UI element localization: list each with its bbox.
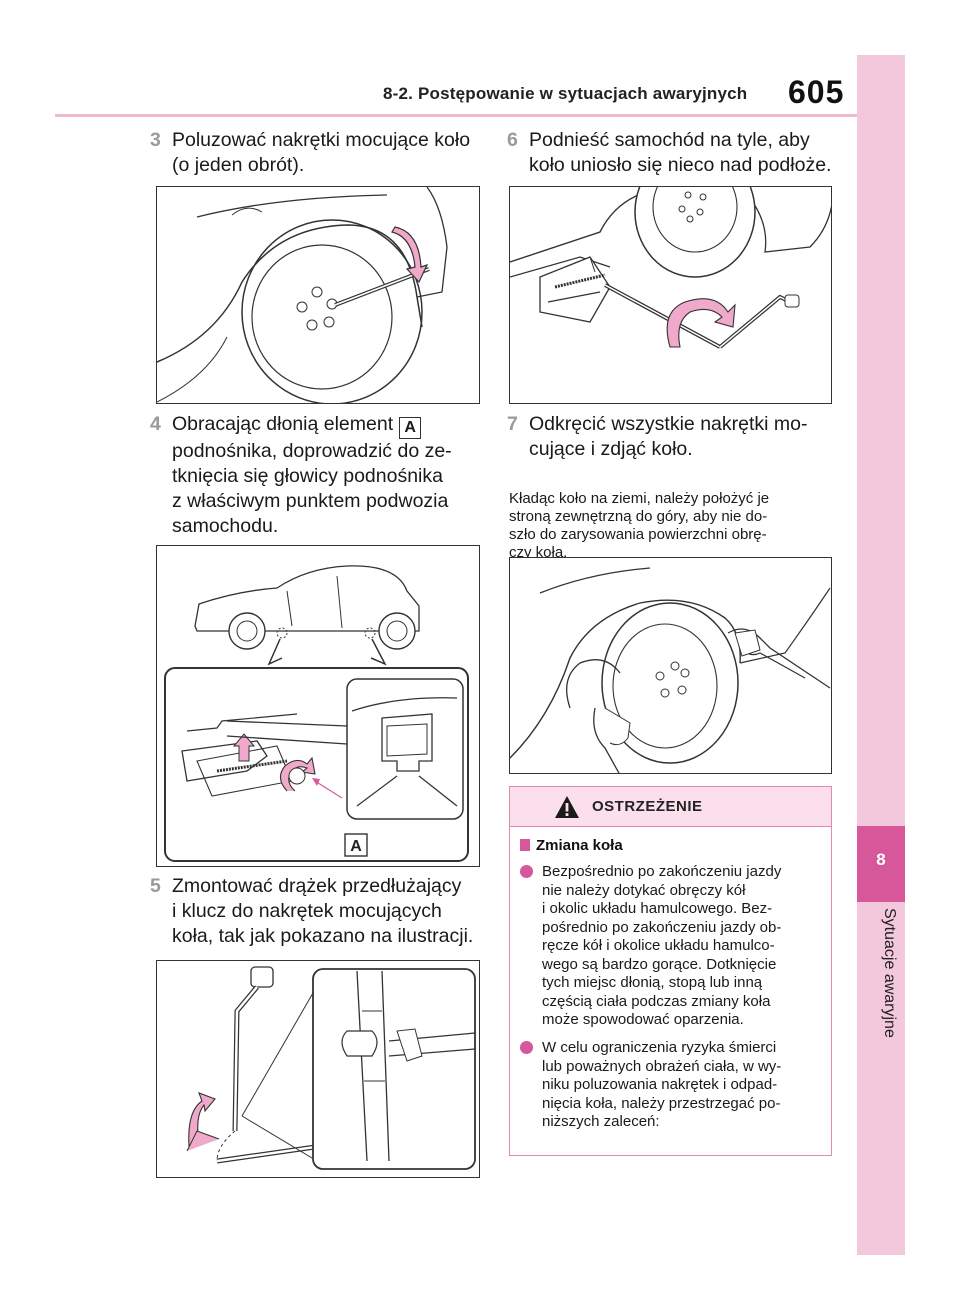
bullet-line: i okolic układu hamulcowego. Bez- bbox=[542, 900, 773, 917]
chapter-label: Sytuacje awaryjne bbox=[881, 908, 898, 1038]
step-7: 7 Odkręcić wszystkie nakrętki mo- cujące… bbox=[507, 412, 849, 462]
bullet-dot-icon bbox=[520, 865, 533, 878]
step-number: 3 bbox=[150, 129, 161, 151]
step-number: 4 bbox=[150, 413, 161, 435]
step-text-line: i klucz do nakrętek mocujących bbox=[172, 900, 442, 922]
wrench-assembly-illustration bbox=[186, 966, 476, 1170]
placement-note: Kładąc koło na ziemi, należy położyć je … bbox=[509, 490, 834, 562]
section-title: 8-2. Postępowanie w sytuacjach awaryjnyc… bbox=[383, 84, 748, 103]
step-6: 6 Podnieść samochód na tyle, aby koło un… bbox=[507, 128, 849, 178]
bullet-line: Bezpośrednio po zakończeniu jazdy bbox=[542, 863, 782, 880]
warning-bullet-1: Bezpośrednio po zakończeniu jazdy nie na… bbox=[520, 863, 830, 1030]
remove-wheel-illustration bbox=[510, 567, 831, 773]
step-text-line: Zmontować drążek przedłużający bbox=[172, 875, 462, 897]
bullet-line: wego są bardzo gorące. Dotknięcie bbox=[542, 955, 777, 973]
figure-wrench-assembly bbox=[156, 960, 480, 1178]
bullet-line: nięcia koła, należy przestrzegać po- bbox=[542, 1094, 781, 1112]
step-3: 3 Poluzować nakrętki mocujące koło (o je… bbox=[150, 128, 492, 178]
jack-position-illustration: A bbox=[164, 565, 469, 862]
step-text-line: Odkręcić wszystkie nakrętki mo- bbox=[529, 413, 808, 435]
warning-header: OSTRZEŻENIE bbox=[510, 787, 831, 827]
bullet-line: ręcze kół i okolice układu hamulco- bbox=[542, 937, 775, 954]
warning-triangle-icon bbox=[555, 796, 579, 818]
chapter-tab[interactable] bbox=[857, 826, 905, 902]
step-5: 5 Zmontować drążek przedłużający i klucz… bbox=[150, 874, 497, 949]
figure-loosen-nuts bbox=[156, 186, 480, 404]
page-number: 605 bbox=[788, 74, 845, 110]
step-text-line: podnośnika, doprowadzić do ze- bbox=[172, 440, 452, 462]
warning-bullet-2: W celu ograniczenia ryzyka śmierci lub p… bbox=[520, 1039, 830, 1132]
bullet-line: W celu ograniczenia ryzyka śmierci bbox=[542, 1039, 777, 1056]
warning-box: OSTRZEŻENIE Zmiana koła Bezpośrednio po … bbox=[509, 786, 832, 1156]
step-text-line: koła, tak jak pokazano na ilustracji. bbox=[172, 925, 474, 947]
warning-title: OSTRZEŻENIE bbox=[592, 798, 703, 815]
bullet-line: nie należy dotykać obręczy kół bbox=[542, 881, 746, 899]
loosen-nuts-illustration bbox=[157, 187, 448, 403]
figure-remove-wheel bbox=[509, 557, 832, 774]
chapter-strip bbox=[857, 55, 905, 1255]
step-number: 5 bbox=[150, 875, 161, 897]
chapter-number: 8 bbox=[876, 850, 886, 869]
bullet-line: częścią ciała podczas zmiany koła bbox=[542, 992, 771, 1010]
step-text-line: Podnieść samochód na tyle, aby bbox=[529, 129, 810, 151]
figure-callout-a: A bbox=[350, 838, 362, 855]
callout-badge-a: A bbox=[399, 417, 422, 439]
warning-subtitle: Zmiana koła bbox=[520, 837, 623, 854]
warning-subtitle-text: Zmiana koła bbox=[536, 837, 623, 854]
note-line: szło do zarysowania powierzchni obrę- bbox=[509, 526, 767, 543]
bullet-line: pośrednio po zakończeniu jazdy ob- bbox=[542, 918, 782, 936]
step-text-line: z właściwym punktem podwozia bbox=[172, 490, 449, 512]
step-text-line: tknięcia się głowicy podnośnika bbox=[172, 465, 443, 487]
square-bullet-icon bbox=[520, 839, 530, 851]
step-text-line: Poluzować nakrętki mocujące koło bbox=[172, 129, 471, 151]
step-number: 6 bbox=[507, 129, 518, 151]
figure-jack-position: A bbox=[156, 545, 480, 867]
header-rule bbox=[55, 114, 857, 117]
note-line: Kładąc koło na ziemi, należy położyć je bbox=[509, 490, 770, 507]
bullet-line: tych miejsc dłonią, stopą lub inną bbox=[542, 974, 763, 991]
note-line: stroną zewnętrzną do góry, aby nie do- bbox=[509, 508, 768, 525]
bullet-dot-icon bbox=[520, 1041, 533, 1054]
step-number: 7 bbox=[507, 413, 518, 435]
bullet-line: niższych zaleceń: bbox=[542, 1113, 660, 1130]
lift-car-illustration bbox=[510, 187, 831, 349]
bullet-line: może spowodować oparzenia. bbox=[542, 1011, 744, 1028]
page-header: 8-2. Postępowanie w sytuacjach awaryjnyc… bbox=[0, 0, 960, 120]
step-text-line: koło uniosło się nieco nad podłoże. bbox=[529, 154, 832, 176]
step-text-line: (o jeden obrót). bbox=[172, 154, 305, 176]
step-text-line: samochodu. bbox=[172, 515, 279, 537]
step-text-line: cujące i zdjąć koło. bbox=[529, 438, 693, 460]
note-line: czy koła. bbox=[509, 544, 568, 561]
bullet-line: lub poważnych obrażeń ciała, w wy- bbox=[542, 1057, 782, 1075]
step-text-fragment: Obracając dłonią element bbox=[172, 413, 394, 435]
bullet-line: niku poluzowania nakrętek i odpad- bbox=[542, 1076, 778, 1093]
figure-lift-car bbox=[509, 186, 832, 404]
